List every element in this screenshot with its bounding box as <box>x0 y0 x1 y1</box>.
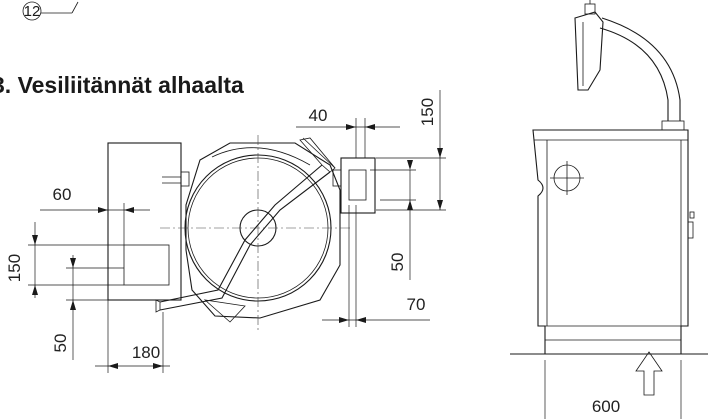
side-view: 600 <box>510 0 708 419</box>
callout-number: 12 <box>24 3 41 20</box>
left-block <box>107 142 182 301</box>
inflow-arrow <box>635 351 663 396</box>
dim-50-right: 50 <box>388 253 407 272</box>
dim-40: 40 <box>309 106 328 125</box>
dim-150-right: 150 <box>418 98 437 126</box>
faucet-arm <box>599 27 669 121</box>
dim-150-left: 150 <box>5 254 24 282</box>
dim-180: 180 <box>132 343 160 362</box>
dim-600: 600 <box>592 397 620 416</box>
connection-marker <box>550 161 584 195</box>
dim-60: 60 <box>53 185 72 204</box>
dim-70: 70 <box>407 295 426 314</box>
section-title: 3. Vesiliitännät alhaalta <box>0 72 244 98</box>
kettle-housing <box>185 142 341 319</box>
water-connection-left <box>123 244 170 286</box>
callout-12: 12 <box>22 1 79 21</box>
cabinet-body <box>532 129 689 355</box>
right-connection-box <box>340 157 376 214</box>
tipping-arm <box>159 164 323 303</box>
plan-view <box>107 135 376 330</box>
dim-50-left: 50 <box>51 334 70 353</box>
faucet-handle <box>574 11 604 91</box>
dimension-lines: 40 150 50 70 60 150 <box>5 90 446 373</box>
water-connection-right <box>348 169 367 201</box>
